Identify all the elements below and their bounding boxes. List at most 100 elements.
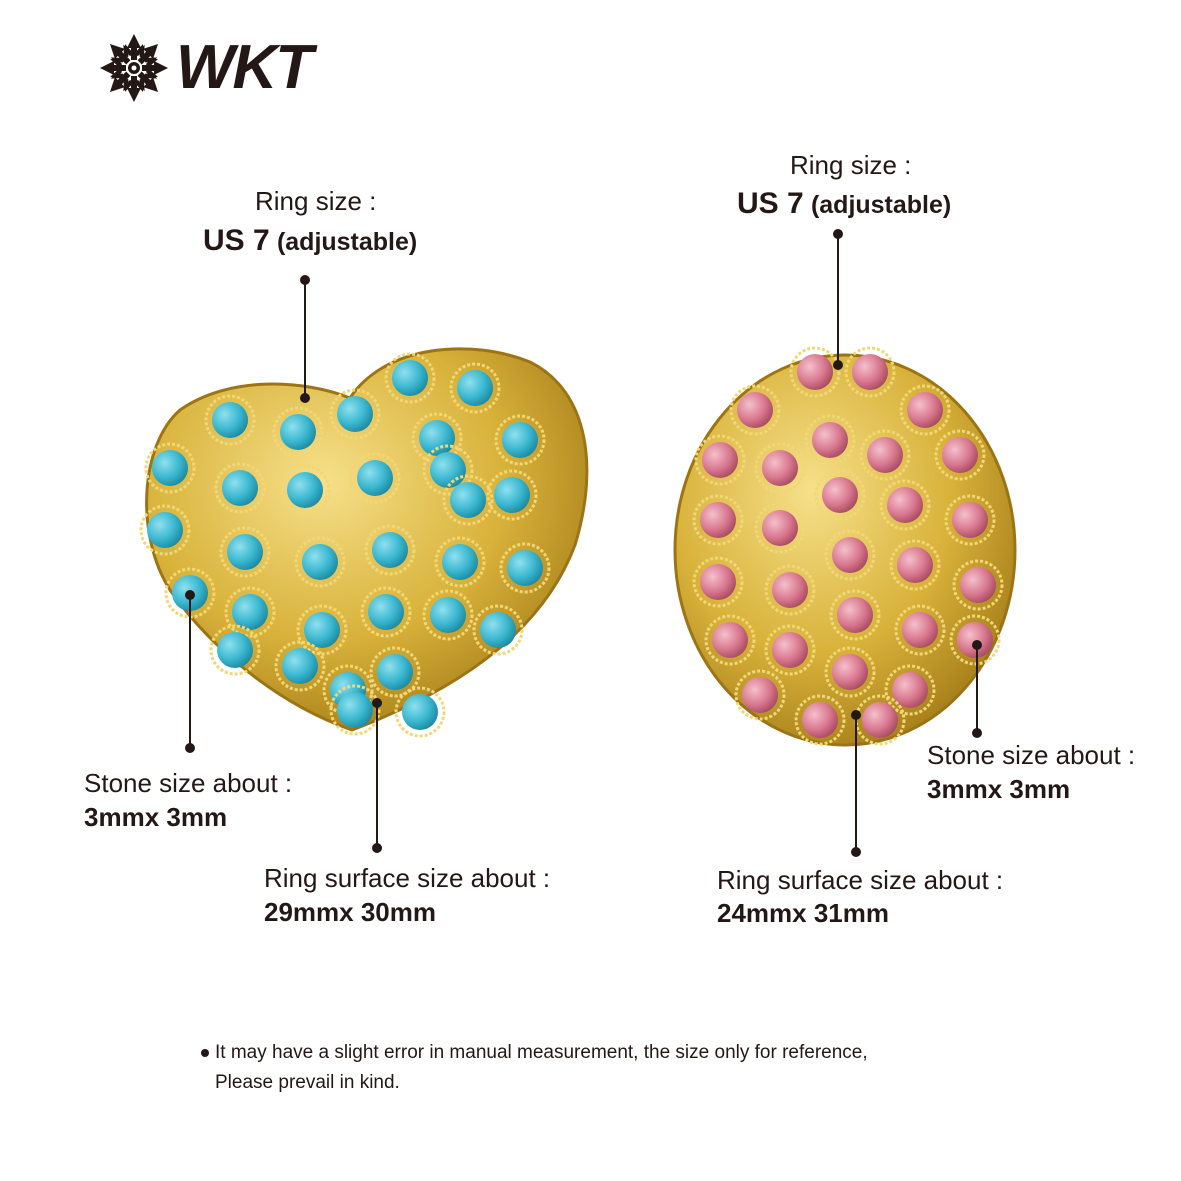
turquoise-stone — [392, 360, 428, 396]
pink-stone — [797, 354, 833, 390]
turquoise-stone-setting — [204, 394, 256, 446]
turquoise-stone-setting — [494, 414, 546, 466]
pink-stone — [837, 597, 873, 633]
pink-stone-setting — [734, 669, 786, 721]
left-ring-size-value: US 7 — [203, 224, 270, 257]
turquoise-stone-setting — [422, 444, 474, 496]
heart-ring-image — [139, 347, 589, 738]
turquoise-stone — [280, 414, 316, 450]
pink-stone-setting — [794, 694, 846, 746]
turquoise-stone-setting — [442, 474, 494, 526]
turquoise-stone-setting — [139, 504, 191, 556]
pink-stone — [762, 450, 798, 486]
turquoise-stone-setting — [486, 469, 538, 521]
turquoise-stone-setting — [499, 542, 551, 594]
left-ring-size-note: (adjustable) — [276, 228, 418, 256]
turquoise-stone-setting — [214, 462, 266, 514]
pink-stone-setting — [952, 559, 1004, 611]
turquoise-stone — [480, 612, 516, 648]
pink-stone-setting — [704, 614, 756, 666]
pink-stone — [907, 392, 943, 428]
turquoise-stone — [337, 396, 373, 432]
pink-stone-setting — [859, 429, 911, 481]
turquoise-stone — [287, 472, 323, 508]
pink-stone — [892, 672, 928, 708]
right-surface-size-value: 24mmx 31mm — [717, 898, 889, 928]
turquoise-stone-setting — [274, 640, 326, 692]
pink-stone-setting — [814, 469, 866, 521]
pink-stone-setting — [944, 494, 996, 546]
pink-stone — [802, 702, 838, 738]
left-leader-lines — [185, 275, 382, 853]
pink-stone-setting — [879, 479, 931, 531]
right-stone-size-value: 3mmx 3mm — [927, 774, 1071, 804]
turquoise-stone — [507, 550, 543, 586]
pink-stone-setting — [764, 624, 816, 676]
left-stone-size-value: 3mmx 3mm — [84, 802, 228, 832]
right-ring-size-value: US 7 — [737, 187, 804, 220]
turquoise-stone-setting — [272, 406, 324, 458]
oval-ring-image — [673, 346, 1017, 747]
turquoise-stone — [502, 422, 538, 458]
turquoise-stone — [457, 370, 493, 406]
pink-stone-setting — [824, 646, 876, 698]
pink-stone — [702, 442, 738, 478]
right-ring-size-label: Ring size : — [790, 150, 912, 180]
turquoise-stone — [368, 594, 404, 630]
pink-stone — [712, 622, 748, 658]
bullet-icon — [201, 1049, 209, 1057]
turquoise-stone — [147, 512, 183, 548]
pink-stone — [952, 502, 988, 538]
pink-stone-setting — [692, 556, 744, 608]
pink-stone-setting — [729, 384, 781, 436]
pink-stone-setting — [789, 346, 841, 398]
pink-stone-setting — [754, 442, 806, 494]
pink-stone — [700, 564, 736, 600]
turquoise-stone — [232, 594, 268, 630]
turquoise-stone-setting — [349, 452, 401, 504]
turquoise-stone — [377, 654, 413, 690]
pink-stone — [832, 654, 868, 690]
turquoise-stone — [227, 534, 263, 570]
left-surface-size-label: Ring surface size about : — [264, 863, 551, 893]
pink-stone-setting — [692, 494, 744, 546]
pink-stone-setting — [764, 564, 816, 616]
pink-stone — [862, 702, 898, 738]
turquoise-stone-setting — [394, 686, 446, 738]
turquoise-stone — [217, 632, 253, 668]
turquoise-stone-setting — [219, 526, 271, 578]
turquoise-stone — [430, 452, 466, 488]
pink-stone-setting — [949, 614, 1001, 666]
turquoise-stone — [282, 648, 318, 684]
turquoise-stone — [337, 692, 373, 728]
pink-stone-setting — [804, 414, 856, 466]
turquoise-stone-setting — [364, 524, 416, 576]
pink-stone — [742, 677, 778, 713]
pink-stone-setting — [694, 434, 746, 486]
pink-stone — [902, 612, 938, 648]
pink-stone — [822, 477, 858, 513]
pink-stone — [887, 487, 923, 523]
pink-stone — [957, 622, 993, 658]
turquoise-stone-setting — [384, 352, 436, 404]
left-ring-size-value-row: US 7 (adjustable) — [203, 225, 417, 258]
turquoise-stone-setting — [434, 536, 486, 588]
turquoise-stone — [494, 477, 530, 513]
pink-stone — [772, 572, 808, 608]
pink-stone-setting — [899, 384, 951, 436]
turquoise-stone-setting — [369, 646, 421, 698]
snowflake-icon — [100, 34, 168, 102]
turquoise-stone — [302, 544, 338, 580]
pink-stone — [832, 537, 868, 573]
turquoise-stone-setting — [294, 536, 346, 588]
turquoise-stone-setting — [472, 604, 524, 656]
pink-stone — [762, 510, 798, 546]
right-ring-size-note: (adjustable) — [810, 191, 952, 219]
turquoise-stone — [450, 482, 486, 518]
turquoise-stone-setting — [279, 464, 331, 516]
right-surface-size-label: Ring surface size about : — [717, 865, 1004, 895]
pink-stone — [812, 422, 848, 458]
pink-stone-setting — [854, 694, 906, 746]
turquoise-stone — [402, 694, 438, 730]
